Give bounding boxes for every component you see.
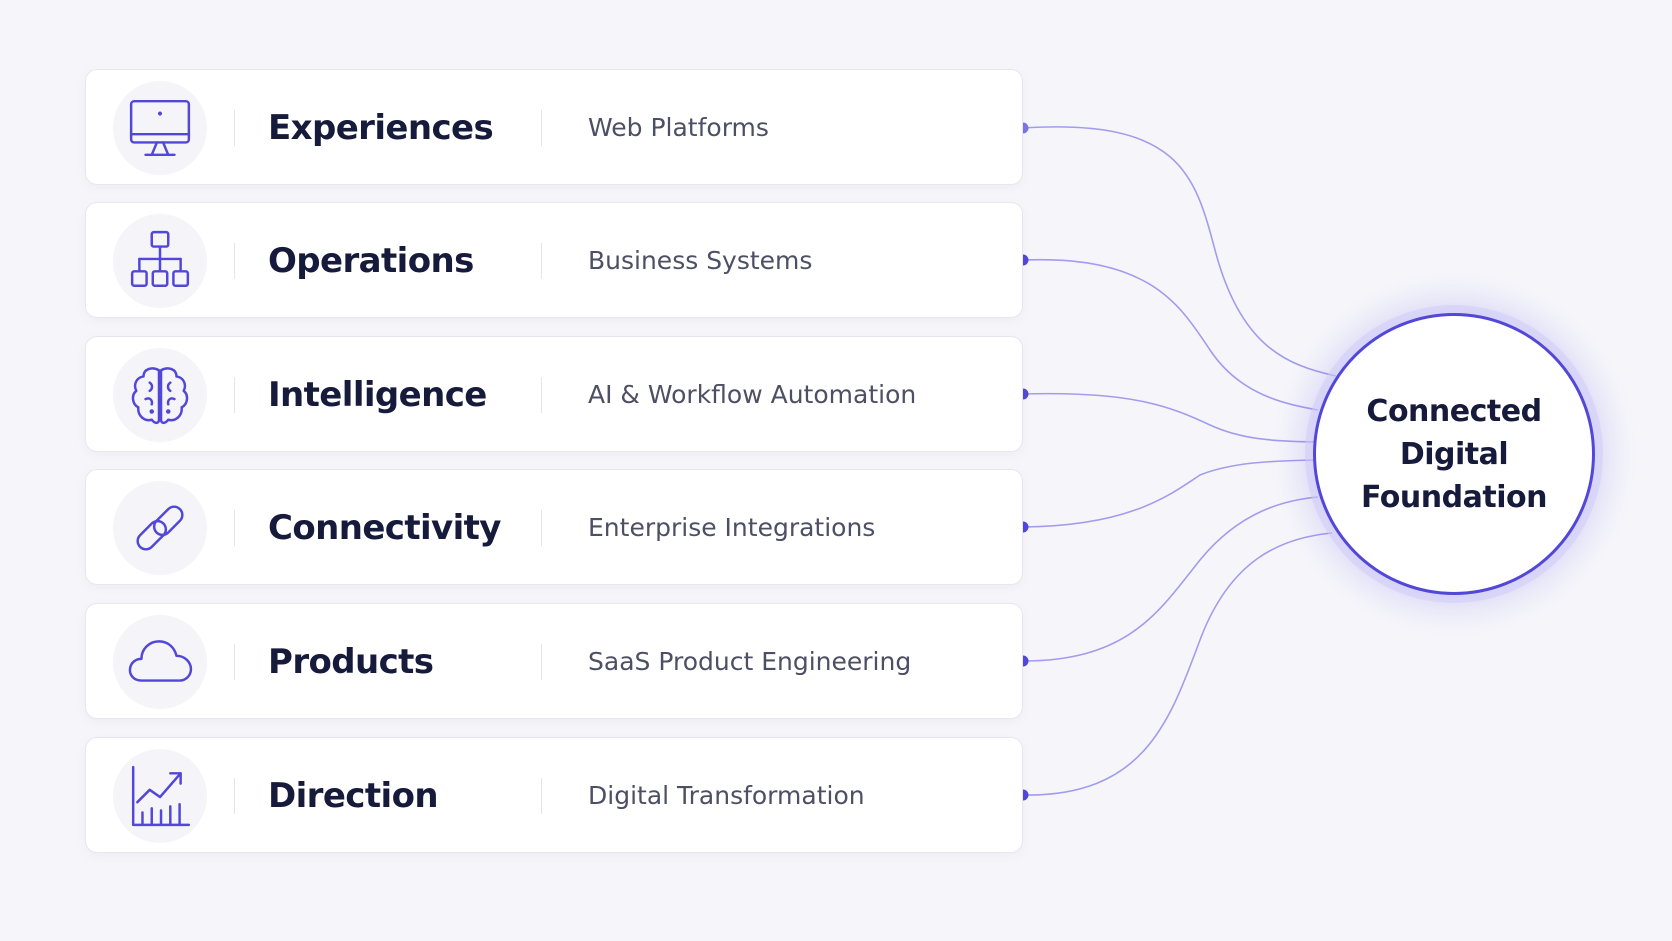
row-card-operations: Operations Business Systems: [85, 202, 1023, 318]
row-title: Operations: [268, 241, 474, 281]
cloud-icon: [128, 640, 193, 682]
row-subtitle: Enterprise Integrations: [588, 513, 876, 542]
connector-line-intelligence: [1022, 392, 1315, 443]
icon-badge: [113, 348, 207, 442]
brain-icon: [131, 367, 189, 425]
connector-line-operations: [1022, 258, 1319, 411]
divider: [541, 377, 542, 413]
row-subtitle: Web Platforms: [588, 113, 769, 142]
hub-label: Connected Digital Foundation: [1361, 390, 1547, 519]
row-subtitle: AI & Workflow Automation: [588, 380, 917, 409]
hub-label-line: Foundation: [1361, 479, 1547, 515]
divider: [234, 243, 235, 279]
connector-line-connectivity: [1022, 459, 1314, 528]
icon-badge: [113, 749, 207, 843]
divider: [234, 377, 235, 413]
divider: [234, 778, 235, 814]
connector-line-experiences: [1022, 126, 1337, 377]
divider: [234, 644, 235, 680]
divider: [234, 110, 235, 146]
icon-badge: [113, 615, 207, 709]
row-title: Intelligence: [268, 375, 487, 415]
icon-badge: [113, 214, 207, 308]
row-subtitle: SaaS Product Engineering: [588, 647, 912, 676]
divider: [541, 778, 542, 814]
row-card-experiences: Experiences Web Platforms: [85, 69, 1023, 185]
hub-label-line: Digital: [1399, 436, 1509, 472]
hub-label-line: Connected: [1366, 393, 1542, 429]
divider: [541, 243, 542, 279]
divider: [234, 510, 235, 546]
monitor-icon: [129, 99, 191, 157]
org-chart-icon: [130, 230, 190, 287]
row-subtitle: Digital Transformation: [588, 781, 865, 810]
divider: [541, 110, 542, 146]
row-title: Direction: [268, 776, 439, 816]
row-card-connectivity: Connectivity Enterprise Integrations: [85, 469, 1023, 585]
growth-chart-icon: [131, 765, 191, 827]
row-title: Connectivity: [268, 508, 501, 548]
row-title: Products: [268, 642, 434, 682]
connector-line-direction: [1022, 532, 1333, 796]
row-card-direction: Direction Digital Transformation: [85, 737, 1023, 853]
link-icon: [136, 505, 184, 551]
connector-line-products: [1022, 496, 1319, 662]
icon-badge: [113, 481, 207, 575]
divider: [541, 644, 542, 680]
divider: [541, 510, 542, 546]
row-card-products: Products SaaS Product Engineering: [85, 603, 1023, 719]
row-title: Experiences: [268, 108, 494, 148]
row-subtitle: Business Systems: [588, 246, 813, 275]
hub-circle: Connected Digital Foundation: [1313, 313, 1595, 595]
row-card-intelligence: Intelligence AI & Workflow Automation: [85, 336, 1023, 452]
icon-badge: [113, 81, 207, 175]
